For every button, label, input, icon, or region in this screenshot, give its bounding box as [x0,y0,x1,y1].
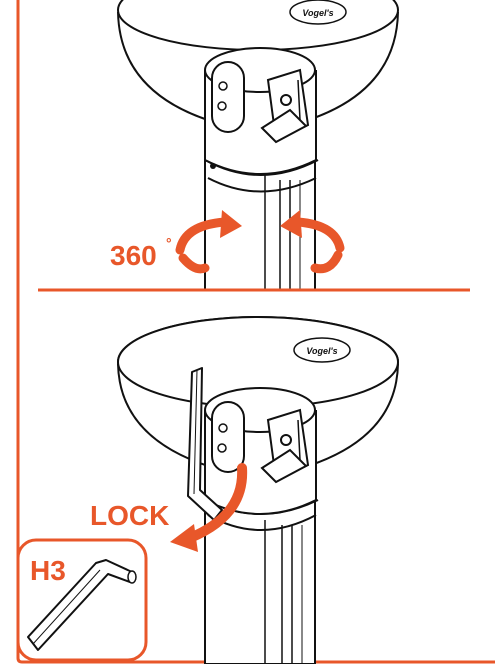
tool-box: H3 [16,538,148,662]
step2-illustration: Vogel's LOCK H3 [16,316,399,664]
inserted-hex-key [187,367,223,521]
arrow-right-icon [220,210,242,238]
step1-collar [204,47,317,175]
step1-rotation-arrows [175,210,345,274]
lock-arrow [170,463,248,552]
step1-rotation-label: 360 ° [110,235,172,271]
step2-brand-text: Vogel's [306,346,337,356]
tool-label: H3 [30,555,66,586]
step1-brand-text: Vogel's [302,8,333,18]
step2-brand-badge: Vogel's [293,337,351,363]
rotation-value: 360 [110,240,157,271]
step1-brand-badge: Vogel's [289,0,347,25]
arrow-left-icon [280,210,302,238]
step1-illustration: Vogel's 360 ° [110,0,399,291]
arrow-down-left-icon [170,524,198,552]
step2-collar [204,387,317,515]
frame [16,0,495,664]
degree-symbol: ° [166,235,172,251]
lock-label: LOCK [90,500,169,531]
hex-key-icon [27,559,137,651]
